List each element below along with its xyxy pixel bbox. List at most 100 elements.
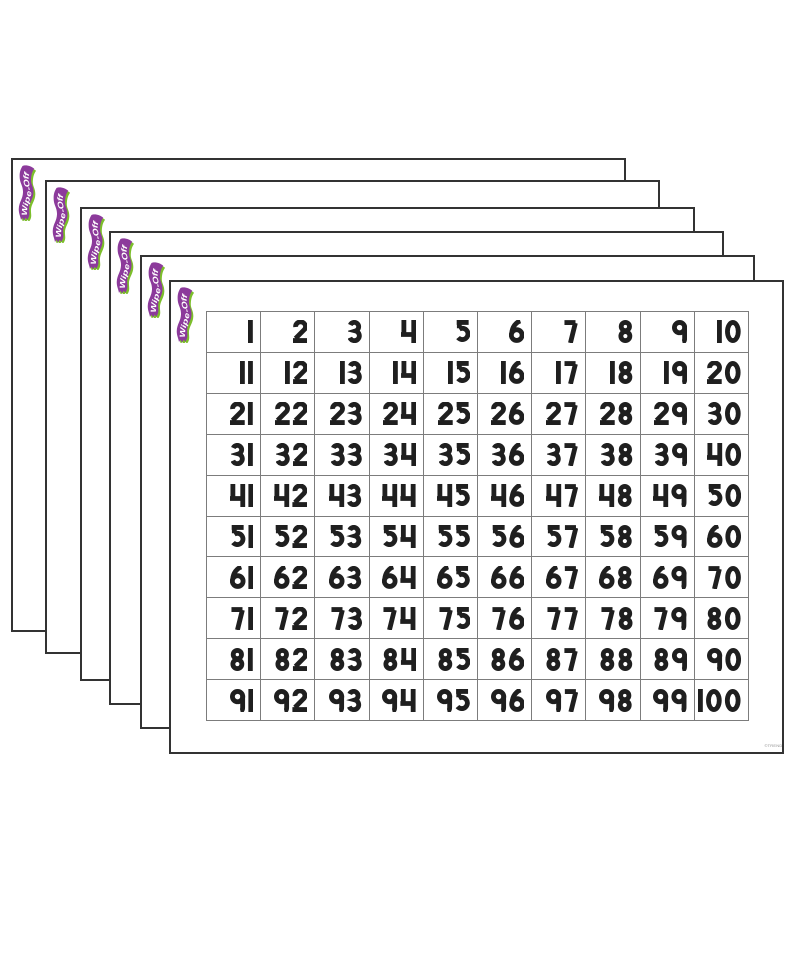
digit-3 bbox=[350, 568, 359, 586]
number-cell-71 bbox=[207, 598, 261, 639]
digit-2 bbox=[293, 404, 308, 423]
number-cell-99 bbox=[640, 680, 694, 720]
number-cell-43 bbox=[315, 475, 369, 516]
number-cell-45 bbox=[423, 475, 477, 516]
cell-number bbox=[492, 525, 525, 548]
digit-6 bbox=[232, 567, 243, 587]
digit-0 bbox=[728, 364, 739, 382]
digit-5 bbox=[456, 364, 468, 381]
number-cell-13 bbox=[315, 352, 369, 393]
number-cell-40 bbox=[694, 434, 748, 475]
digit-2 bbox=[546, 404, 561, 423]
digit-6 bbox=[511, 608, 522, 628]
cell-number bbox=[230, 648, 253, 671]
digit-5 bbox=[456, 691, 468, 708]
digit-5 bbox=[456, 650, 468, 667]
cell-number bbox=[492, 607, 524, 630]
number-cell-66 bbox=[478, 557, 532, 598]
digit-9 bbox=[709, 650, 719, 670]
digit-4 bbox=[401, 607, 416, 630]
cell-number bbox=[456, 320, 470, 343]
cell-number bbox=[653, 689, 687, 712]
digit-5 bbox=[548, 527, 560, 544]
digit-8 bbox=[621, 527, 630, 545]
digit-6 bbox=[511, 567, 522, 587]
cell-number bbox=[231, 607, 253, 630]
cell-number bbox=[664, 361, 687, 384]
digit-8 bbox=[710, 609, 719, 627]
number-cell-61 bbox=[207, 557, 261, 598]
cell-number bbox=[717, 320, 741, 343]
digit-8 bbox=[621, 323, 630, 341]
digit-3 bbox=[350, 486, 359, 504]
cell-number bbox=[439, 443, 470, 466]
digit-4 bbox=[401, 443, 416, 466]
number-cell-81 bbox=[207, 639, 261, 680]
wipe-off-logo bbox=[86, 214, 106, 270]
digit-9 bbox=[656, 691, 666, 711]
number-cell-57 bbox=[532, 516, 586, 557]
cell-number bbox=[439, 607, 471, 630]
digit-5 bbox=[456, 486, 468, 503]
digit-9 bbox=[332, 691, 342, 711]
number-cell-20 bbox=[694, 352, 748, 393]
cell-number bbox=[599, 689, 632, 712]
number-cell-97 bbox=[532, 680, 586, 720]
number-cell-24 bbox=[369, 393, 423, 434]
cell-number bbox=[382, 484, 416, 507]
cell-number bbox=[331, 443, 362, 466]
digit-5 bbox=[276, 527, 288, 544]
digit-4 bbox=[707, 443, 722, 466]
cell-number bbox=[600, 525, 632, 548]
number-cell-30 bbox=[694, 393, 748, 434]
corner-code: ©TREND bbox=[764, 742, 783, 748]
digit-6 bbox=[511, 362, 522, 382]
digit-4 bbox=[329, 484, 344, 507]
number-cell-82 bbox=[261, 639, 315, 680]
digit-0 bbox=[709, 691, 720, 709]
digit-4 bbox=[491, 484, 506, 507]
digit-0 bbox=[728, 446, 739, 464]
number-cell-98 bbox=[586, 680, 640, 720]
number-cell-44 bbox=[369, 475, 423, 516]
digit-2 bbox=[491, 404, 506, 423]
cell-number bbox=[274, 566, 307, 589]
cell-number bbox=[707, 525, 741, 548]
wipe-off-logo bbox=[51, 187, 71, 243]
cell-number bbox=[556, 361, 578, 384]
digit-7 bbox=[548, 609, 559, 629]
number-cell-1 bbox=[207, 312, 261, 352]
digit-6 bbox=[656, 567, 667, 587]
digit-2 bbox=[654, 404, 669, 423]
digit-6 bbox=[548, 567, 559, 587]
digit-3 bbox=[441, 446, 450, 464]
number-cell-95 bbox=[423, 680, 477, 720]
digit-4 bbox=[437, 484, 452, 507]
digit-6 bbox=[440, 567, 451, 587]
number-cell-91 bbox=[207, 680, 261, 720]
cell-number bbox=[707, 361, 741, 384]
cell-number bbox=[654, 648, 687, 671]
cell-number bbox=[654, 525, 687, 548]
cell-number bbox=[564, 320, 578, 343]
digit-9 bbox=[385, 691, 395, 711]
digit-2 bbox=[707, 363, 722, 382]
number-cell-17 bbox=[532, 352, 586, 393]
digit-0 bbox=[728, 609, 739, 627]
digit-3 bbox=[233, 446, 242, 464]
digit-2 bbox=[383, 404, 398, 423]
digit-3 bbox=[549, 446, 558, 464]
cell-number bbox=[275, 525, 307, 548]
cell-number bbox=[274, 689, 307, 712]
digit-2 bbox=[293, 649, 308, 668]
number-cell-11 bbox=[207, 352, 261, 393]
cell-number bbox=[230, 689, 253, 712]
digit-5 bbox=[456, 405, 468, 422]
cell-number bbox=[653, 484, 687, 507]
digit-0 bbox=[728, 568, 739, 586]
cell-number bbox=[437, 566, 470, 589]
cell-number bbox=[610, 361, 633, 384]
number-cell-22 bbox=[261, 393, 315, 434]
number-cell-42 bbox=[261, 475, 315, 516]
digit-5 bbox=[331, 527, 343, 544]
